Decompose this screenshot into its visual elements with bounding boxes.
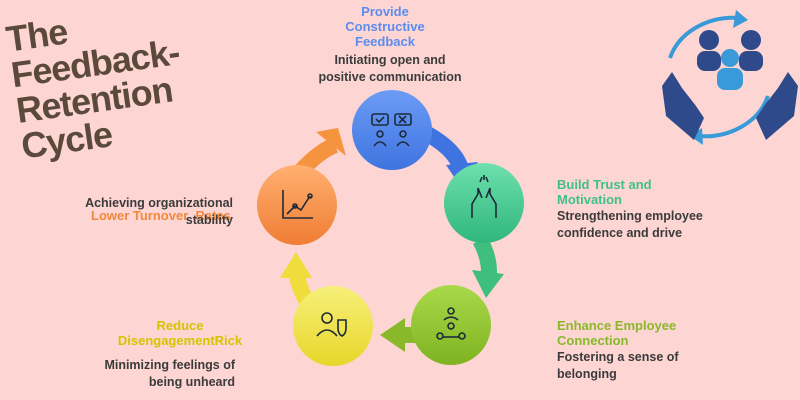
stage-3-desc-line: Fostering a sense of xyxy=(557,350,679,364)
stage-3-title-line: Enhance Employee xyxy=(557,318,677,333)
arrow-5-to-1 xyxy=(294,128,346,178)
user-shield-icon xyxy=(316,312,347,337)
stage-1-desc-line: positive communication xyxy=(318,70,462,84)
arrow-2-to-3 xyxy=(472,236,504,298)
growth-chart-icon xyxy=(282,190,313,219)
arrow-4-to-5 xyxy=(280,252,314,304)
stage-3-description: Fostering a sense of belonging xyxy=(557,349,777,383)
stage-2-description: Strengthening employee confidence and dr… xyxy=(557,208,777,242)
stage-1-title-line: Provide xyxy=(361,4,409,19)
feedback-icon xyxy=(371,113,412,147)
stage-3-desc-line: belonging xyxy=(557,367,617,381)
stage-1-description: Initiating open and positive communicati… xyxy=(295,52,485,86)
stage-5-description: Achieving organizational stability xyxy=(55,195,233,229)
stage-2-desc-line: confidence and drive xyxy=(557,226,683,240)
stage-4-desc-line: Minimizing feelings of xyxy=(104,358,235,372)
team-care-logo xyxy=(662,10,798,145)
stage-1-title-line: Feedback xyxy=(355,34,415,49)
stage-3-title-line: Connection xyxy=(557,333,629,348)
stage-2-title-line: Motivation xyxy=(557,192,622,207)
stage-1-desc-line: Initiating open and xyxy=(334,53,446,67)
stage-5-desc-line: Achieving organizational xyxy=(85,196,233,210)
node-build-trust xyxy=(444,163,524,243)
stage-5-title-line: Lower Turnover Rates xyxy=(91,208,231,223)
stage-1-title: Provide Constructive Feedback xyxy=(310,4,460,49)
stage-4-title-line: Reduce xyxy=(156,318,204,333)
node-provide-feedback xyxy=(352,90,432,170)
stage-2-title: Build Trust and Motivation xyxy=(557,177,777,207)
stage-3-title: Enhance Employee Connection xyxy=(557,318,777,348)
stage-4-desc-line: being unheard xyxy=(148,375,235,389)
node-enhance-connection xyxy=(411,285,491,365)
stage-1-title-line: Constructive xyxy=(345,19,425,34)
stage-4-title-line: DisengagementRick xyxy=(117,333,243,348)
node-reduce-disengagement xyxy=(293,286,373,366)
stage-5-desc-line: stability xyxy=(185,213,233,227)
high-five-icon xyxy=(471,175,497,218)
stage-2-title-line: Build Trust and xyxy=(557,177,652,192)
stage-5-title: Lower Turnover Rates xyxy=(91,178,261,238)
connection-icon xyxy=(436,307,466,340)
stage-2-desc-line: Strengthening employee xyxy=(557,209,703,223)
stage-4-description: Minimizing feelings of being unheard xyxy=(60,357,235,391)
stage-4-title: Reduce DisengagementRick xyxy=(80,318,280,348)
